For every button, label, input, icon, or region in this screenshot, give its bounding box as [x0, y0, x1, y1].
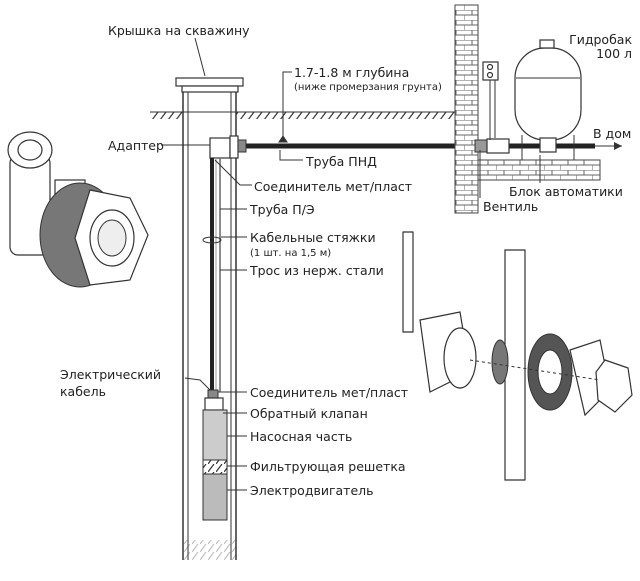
label-valve: Вентиль	[483, 199, 538, 214]
well-casing	[182, 90, 237, 560]
label-depth-note: (ниже промерзания грунта)	[294, 82, 442, 93]
pressure-tank	[514, 39, 582, 160]
label-well-cap: Крышка на скважину	[108, 23, 250, 38]
label-pump-section: Насосная часть	[250, 429, 352, 444]
cable-tie	[202, 236, 222, 244]
label-filter-screen: Фильтрующая решетка	[250, 459, 406, 474]
automation-block	[539, 137, 557, 153]
submersible-pump	[202, 389, 228, 521]
label-to-house: В дом	[593, 126, 631, 141]
label-tank: Гидробак	[569, 32, 632, 47]
label-electric-cable-2: кабель	[60, 384, 106, 399]
adapter	[209, 135, 247, 159]
label-connector-bottom: Соединитель мет/пласт	[250, 385, 408, 400]
label-tank-volume: 100 л	[596, 46, 632, 61]
label-depth: 1.7-1.8 м глубина	[294, 65, 409, 80]
label-hdpe-pipe: Труба ПНД	[305, 154, 377, 169]
house-wall	[454, 4, 479, 214]
label-cable-ties-note: (1 шт. на 1,5 м)	[250, 248, 331, 259]
exploded-adapter-illustration	[402, 231, 633, 481]
label-adapter: Адаптер	[108, 138, 164, 153]
label-cable-ties: Кабельные стяжки	[250, 230, 376, 245]
adapter-illustration	[7, 131, 149, 288]
well-cap	[175, 77, 244, 93]
leader-lines	[161, 37, 541, 491]
wall-connector	[474, 139, 488, 153]
label-check-valve: Обратный клапан	[250, 406, 368, 421]
label-motor: Электродвигатель	[250, 483, 374, 498]
label-connector-top: Соединитель мет/пласт	[254, 179, 412, 194]
pressure-switch-box	[482, 61, 499, 140]
label-automation-block: Блок автоматики	[509, 184, 623, 199]
ground-surface	[150, 111, 455, 119]
label-steel-rope: Трос из нерж. стали	[249, 263, 384, 278]
label-electric-cable-1: Электрический	[60, 367, 161, 382]
label-pe-pipe: Труба П/Э	[249, 202, 315, 217]
house-floor	[477, 159, 601, 181]
valve	[486, 138, 510, 154]
pe-pipe	[202, 158, 222, 392]
hdpe-pipe	[232, 142, 622, 150]
